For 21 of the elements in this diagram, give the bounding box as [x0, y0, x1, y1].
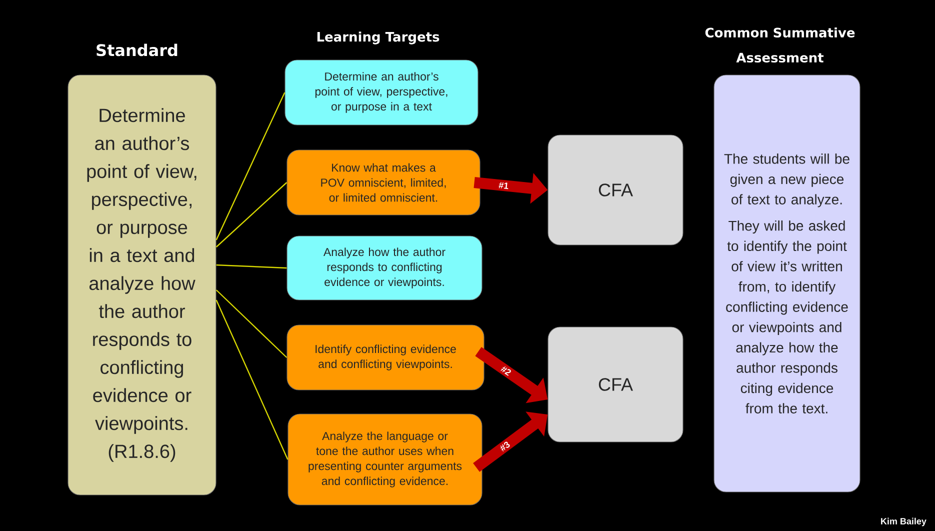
connector-line: [216, 300, 288, 460]
column-heading: Learning Targets: [317, 32, 440, 44]
cfa-box: CFA: [548, 134, 684, 246]
assessment-box: Common Summative Assessment The students will be given a new piece of text to analyze. They will be asked to identify the point of view it’s written from, to identify conflicting evidence or viewpoints and analyze how the author responds citing evidence from the text.: [705, 27, 860, 492]
column-heading: Standard: [96, 44, 178, 56]
connector-line: [216, 264, 287, 269]
standard-box: Standard Determine an author’s point of view, perspective, or purpose in a text and analyze how the author responds to conflicting evidence or viewpoints. (R1.8.6): [68, 44, 216, 496]
target-box: Know what makes a POV omniscient, limited, or limited omniscient.: [286, 150, 480, 216]
connector-line: [216, 290, 288, 358]
column-heading: Common Summative Assessment: [705, 27, 855, 63]
credit-text: Kim Bailey: [881, 518, 926, 526]
edge-label: #3: [498, 440, 512, 453]
target-box: Determine an author’s point of view, perspective, or purpose in a text: [284, 60, 478, 126]
edge-label: #2: [499, 364, 513, 377]
connector-line: [216, 92, 286, 240]
cfa-box: CFA: [548, 326, 684, 442]
edge-label: #1: [498, 181, 510, 190]
target-box: Identify conflicting evidence and conflicting viewpoints.: [286, 324, 484, 390]
target-box: Analyze how the author responds to conflicting evidence or viewpoints.: [286, 236, 482, 300]
target-box: Analyze the language or tone the author uses when presenting counter arguments and conflicting evidence.: [288, 414, 482, 506]
connector-line: [216, 182, 288, 248]
